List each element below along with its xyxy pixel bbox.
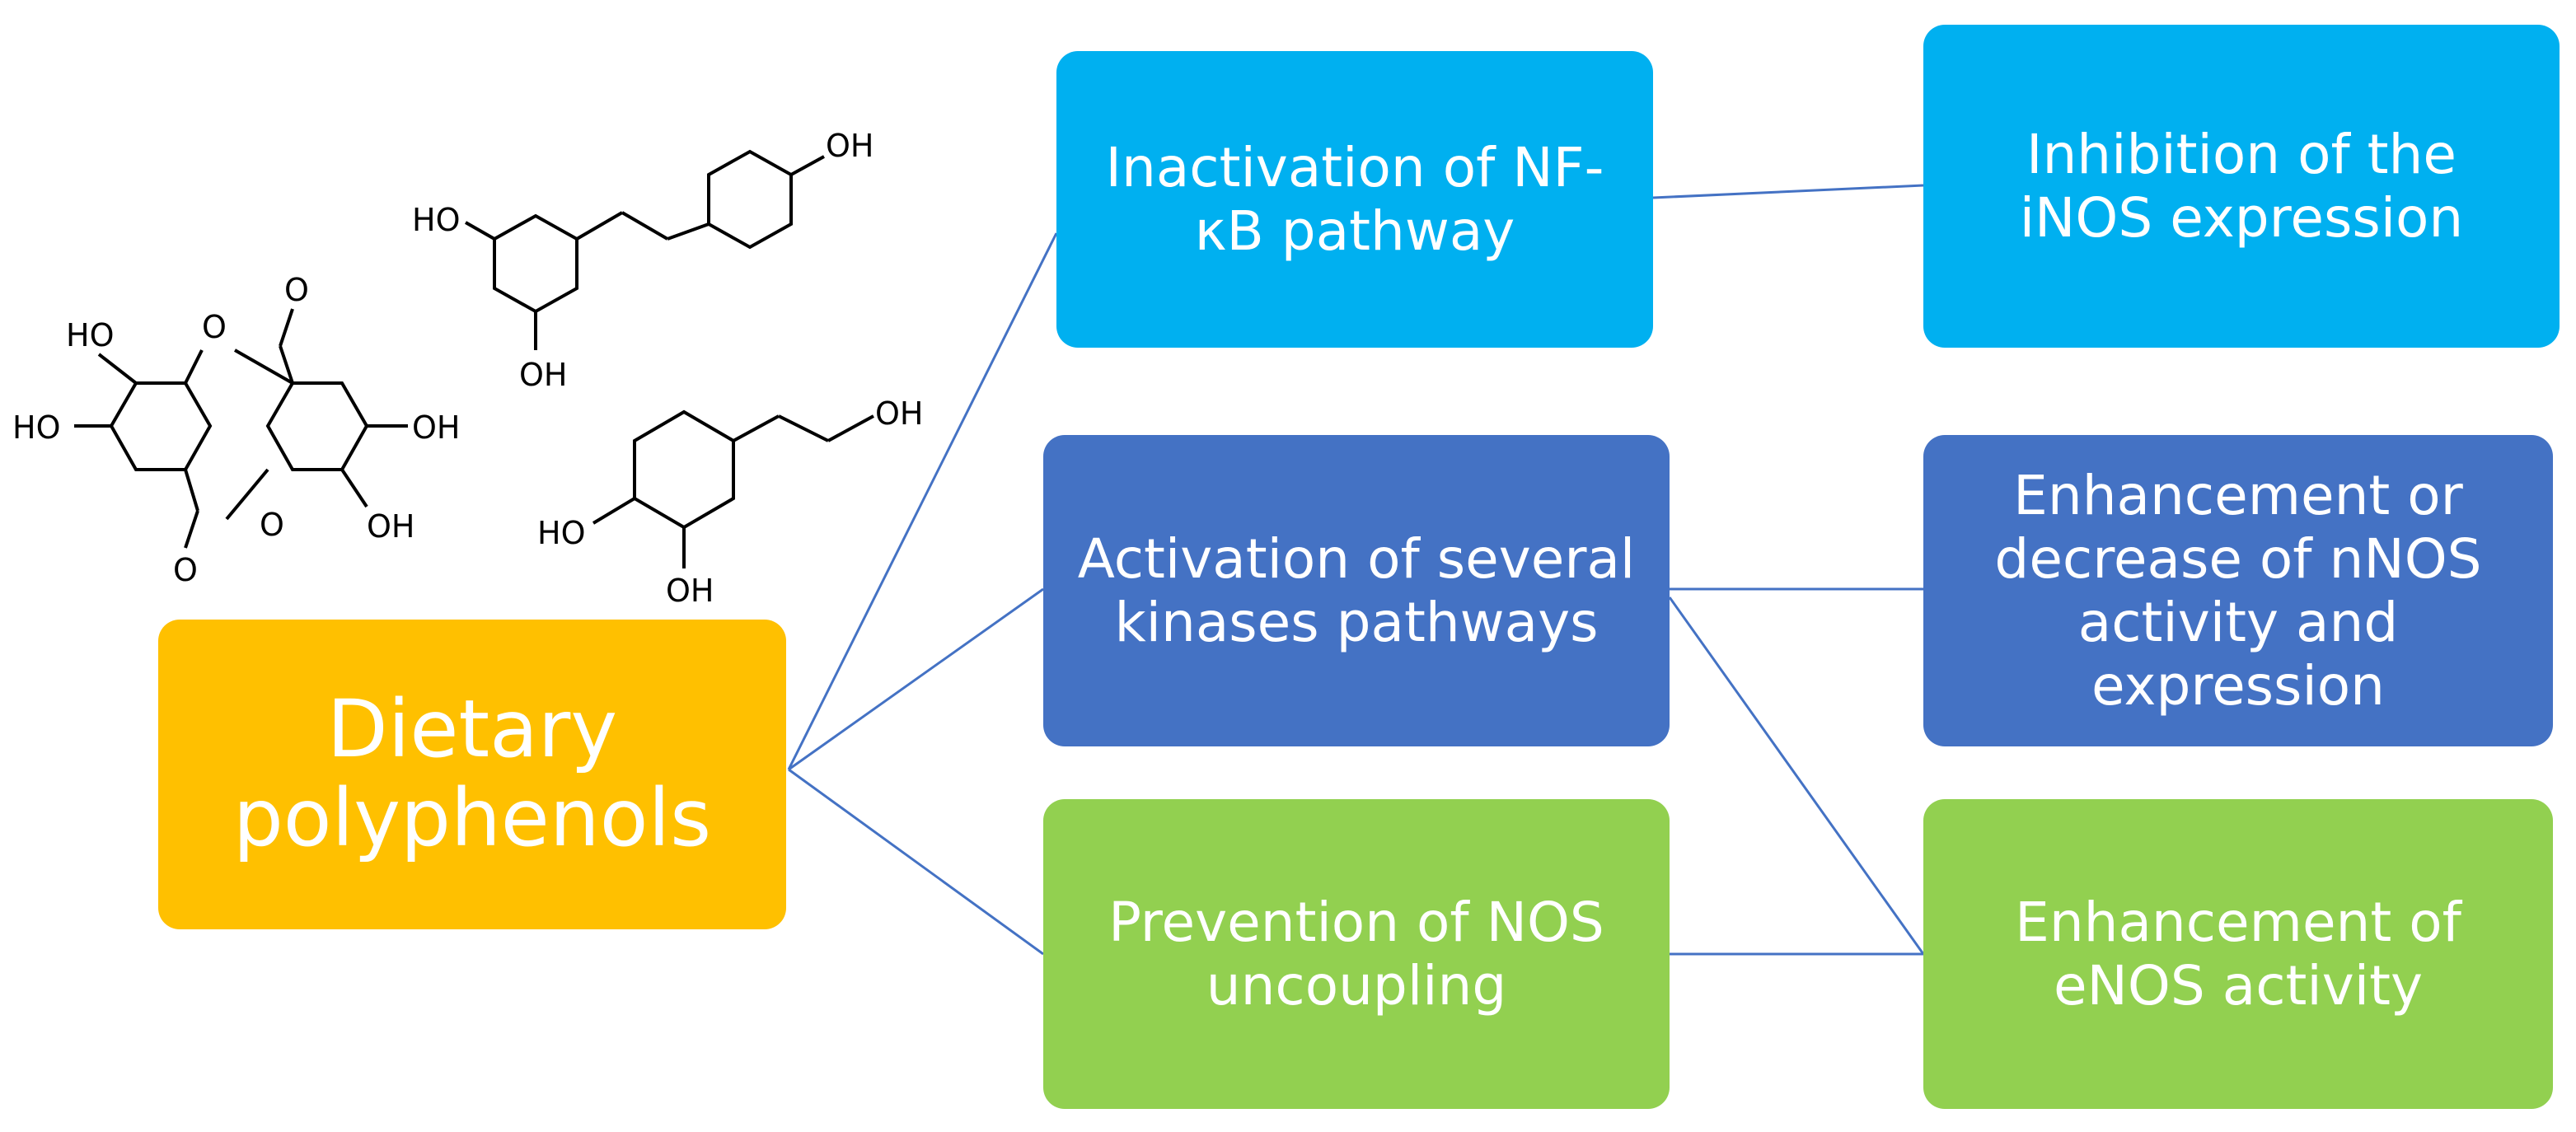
node-inos-inhibition: Inhibition of the iNOS expression bbox=[1923, 25, 2560, 348]
node-kinases-label: Activation of several kinases pathways bbox=[1077, 526, 1636, 654]
node-inos-label: Inhibition of the iNOS expression bbox=[2019, 122, 2464, 250]
node-nos-uncoupling-prevention: Prevention of NOS uncoupling bbox=[1043, 799, 1670, 1109]
label-o-oxo-1: O bbox=[284, 272, 309, 308]
label-ho-4: HO bbox=[537, 515, 585, 551]
edge-nfkb-inos bbox=[1652, 184, 1924, 199]
label-ho-3: HO bbox=[412, 202, 460, 238]
resveratrol-labels: HO OH OH bbox=[412, 128, 873, 393]
node-enos-label: Enhancement of eNOS activity bbox=[2015, 890, 2461, 1017]
node-nos-label: Prevention of NOS uncoupling bbox=[1108, 890, 1604, 1017]
label-oh-2: OH bbox=[367, 508, 415, 545]
hydroxytyrosol-labels: OH HO OH bbox=[537, 395, 923, 609]
molecule-structures: HO HO OH OH O O O O HO OH OH bbox=[12, 128, 923, 609]
edge-root-nfkb bbox=[787, 232, 1058, 770]
node-enos-enhancement: Enhancement of eNOS activity bbox=[1923, 799, 2553, 1109]
edge-kinases-enos bbox=[1668, 596, 1925, 955]
ellagic-acid-labels: HO HO OH OH O O O O bbox=[12, 272, 460, 588]
edge-root-nos bbox=[788, 768, 1044, 956]
node-nnos-modulation: Enhancement or decrease of nNOS activity… bbox=[1923, 435, 2553, 746]
node-kinases-activation: Activation of several kinases pathways bbox=[1043, 435, 1670, 746]
label-oh-6: OH bbox=[666, 573, 714, 609]
label-oh-1: OH bbox=[412, 409, 460, 446]
node-nfkb-inactivation: Inactivation of NF-κB pathway bbox=[1056, 51, 1653, 348]
node-nfkb-label: Inactivation of NF-κB pathway bbox=[1105, 135, 1604, 263]
hydroxytyrosol-structure bbox=[592, 409, 874, 568]
label-ho-1: HO bbox=[66, 317, 114, 353]
label-oh-5: OH bbox=[875, 395, 923, 432]
ellagic-acid-structure bbox=[74, 308, 408, 549]
label-oh-3: OH bbox=[519, 357, 567, 393]
label-o-ring-2: O bbox=[260, 507, 284, 543]
root-node-dietary-polyphenols: Dietary polyphenols bbox=[158, 620, 786, 929]
edge-root-kinases bbox=[788, 587, 1044, 771]
resveratrol-structure bbox=[465, 149, 825, 350]
label-ho-2: HO bbox=[12, 409, 60, 446]
node-nnos-label: Enhancement or decrease of nNOS activity… bbox=[1994, 463, 2482, 718]
label-oh-4: OH bbox=[826, 128, 873, 164]
label-o-oxo-2: O bbox=[173, 552, 198, 588]
label-o-ring-1: O bbox=[202, 309, 227, 345]
root-label: Dietary polyphenols bbox=[232, 683, 712, 864]
